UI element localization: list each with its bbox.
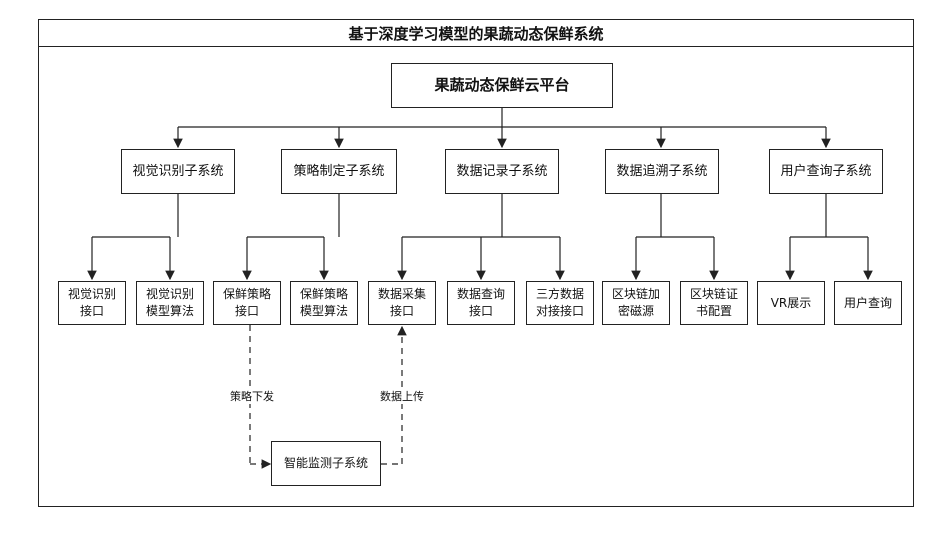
leaf-strategy-algorithm: 保鲜策略 模型算法: [290, 281, 358, 325]
subsystem-visual-recognition: 视觉识别子系统: [121, 149, 235, 194]
root-node: 果蔬动态保鲜云平台: [391, 63, 613, 108]
subsystem-data-trace: 数据追溯子系统: [605, 149, 719, 194]
leaf-third-party-interface: 三方数据 对接接口: [526, 281, 594, 325]
leaf-data-query-interface: 数据查询 接口: [447, 281, 515, 325]
edge-label-data-up: 数据上传: [379, 388, 425, 404]
leaf-strategy-interface: 保鲜策略 接口: [213, 281, 281, 325]
subsystem-data-record: 数据记录子系统: [445, 149, 559, 194]
subsystem-user-query: 用户查询子系统: [769, 149, 883, 194]
leaf-user-query: 用户查询: [834, 281, 902, 325]
leaf-blockchain-encryption: 区块链加 密磁源: [602, 281, 670, 325]
leaf-visual-algorithm: 视觉识别 模型算法: [136, 281, 204, 325]
subsystem-strategy: 策略制定子系统: [281, 149, 397, 194]
leaf-blockchain-certificate: 区块链证 书配置: [680, 281, 748, 325]
leaf-visual-interface: 视觉识别 接口: [58, 281, 126, 325]
edge-label-strategy-down: 策略下发: [229, 388, 275, 404]
monitor-subsystem: 智能监测子系统: [271, 441, 381, 486]
leaf-data-collect-interface: 数据采集 接口: [368, 281, 436, 325]
leaf-vr-display: VR展示: [757, 281, 825, 325]
